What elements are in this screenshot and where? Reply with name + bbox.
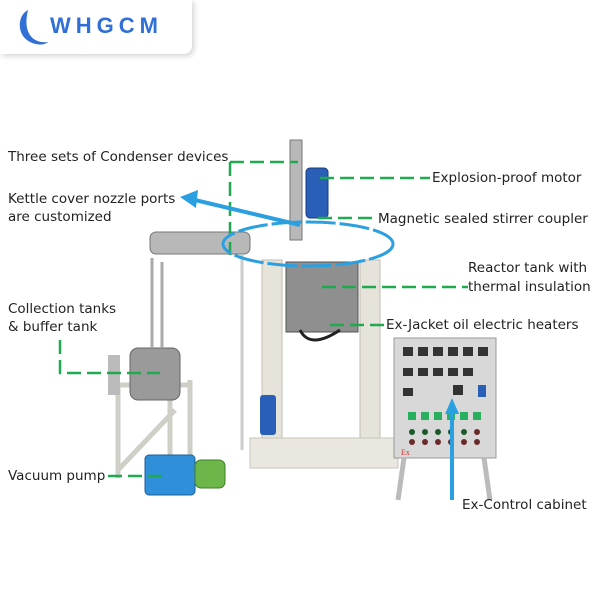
label-control-cabinet: Ex-Control cabinet: [462, 497, 587, 513]
label-reactor-line1: Reactor tank with: [468, 260, 588, 276]
cabinet-ex-mark: Ex: [401, 448, 410, 457]
kettle-arrow-head-icon: [180, 190, 198, 208]
label-magnetic: Magnetic sealed stirrer coupler: [378, 211, 588, 227]
reactor-base: [249, 437, 399, 469]
label-reactor-line2: thermal insulation: [468, 279, 591, 295]
label-kettle-line1: Kettle cover nozzle ports: [8, 191, 176, 207]
label-kettle-line2: are customized: [8, 209, 112, 225]
label-collection-line2: & buffer tank: [8, 319, 98, 335]
reactor-tank: [285, 261, 359, 333]
label-heaters: Ex-Jacket oil electric heaters: [386, 317, 579, 333]
label-motor: Explosion-proof motor: [432, 170, 582, 186]
control-cabinet: Ex: [393, 337, 497, 501]
logo-badge: WHGCM: [0, 0, 192, 54]
label-condenser: Three sets of Condenser devices: [8, 149, 229, 165]
crescent-logo-icon: [19, 10, 48, 45]
label-collection-line1: Collection tanks: [8, 301, 117, 317]
label-vacuum-pump: Vacuum pump: [8, 468, 106, 484]
brand-name: WHGCM: [50, 13, 163, 38]
cabinet-arrow-head-icon: [445, 398, 459, 414]
explosion-proof-motor: [305, 167, 329, 219]
